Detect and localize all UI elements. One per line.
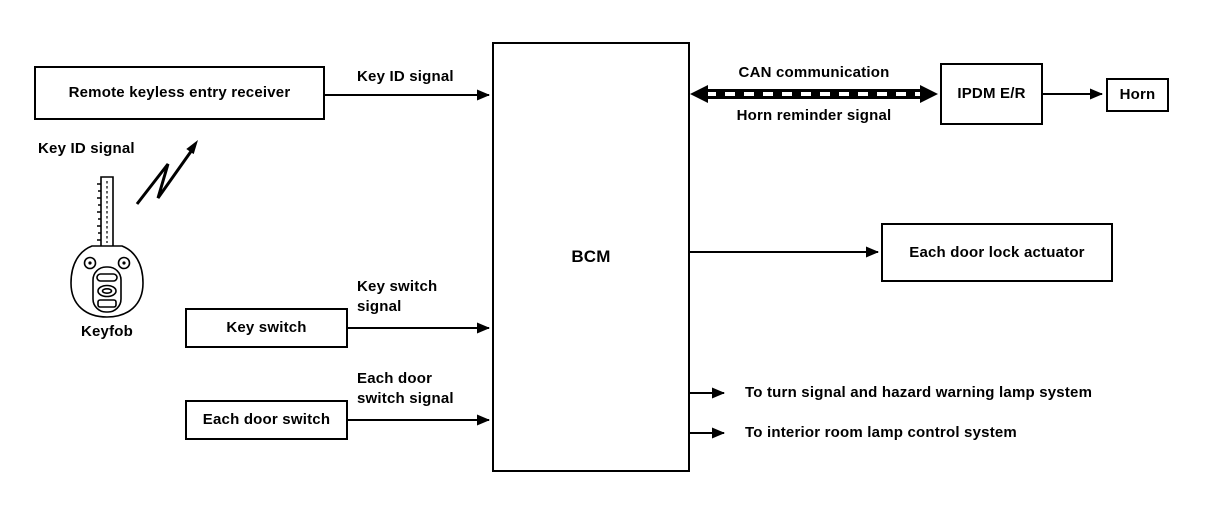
horn-box: Horn <box>1106 78 1169 112</box>
keyfob-caption: Keyfob <box>80 323 134 340</box>
keyfob-icon <box>70 176 144 318</box>
to-turn-signal-label: To turn signal and hazard warning lamp s… <box>745 384 1093 401</box>
to-interior-room-label: To interior room lamp control system <box>745 424 1017 441</box>
receiver-label: Remote keyless entry receiver <box>68 84 291 102</box>
bcm-label: BCM <box>571 247 611 267</box>
each-door-switch-label: Each door switch <box>202 411 331 429</box>
ipdm-box: IPDM E/R <box>940 63 1043 125</box>
bcm-box: BCM <box>492 42 690 472</box>
each-door-switch-box: Each door switch <box>185 400 348 440</box>
key-switch-signal-label: Key switch signal <box>357 278 438 315</box>
key-id-signal-arrow-label: Key ID signal <box>357 68 454 85</box>
door-lock-actuator-label: Each door lock actuator <box>909 243 1085 261</box>
ipdm-label: IPDM E/R <box>957 85 1026 103</box>
each-door-switch-signal-label: Each door switch signal <box>357 370 454 407</box>
can-bus-double-arrow-icon <box>690 85 938 103</box>
key-id-signal-keyfob-label: Key ID signal <box>38 140 135 157</box>
rf-signal-zigzag-icon <box>135 140 198 205</box>
horn-reminder-signal-label: Horn reminder signal <box>736 107 892 124</box>
door-lock-actuator-box: Each door lock actuator <box>881 223 1113 282</box>
horn-label: Horn <box>1119 86 1156 104</box>
key-switch-box: Key switch <box>185 308 348 348</box>
key-switch-label: Key switch <box>226 319 307 337</box>
receiver-box: Remote keyless entry receiver <box>34 66 325 120</box>
can-communication-label: CAN communication <box>738 64 890 81</box>
